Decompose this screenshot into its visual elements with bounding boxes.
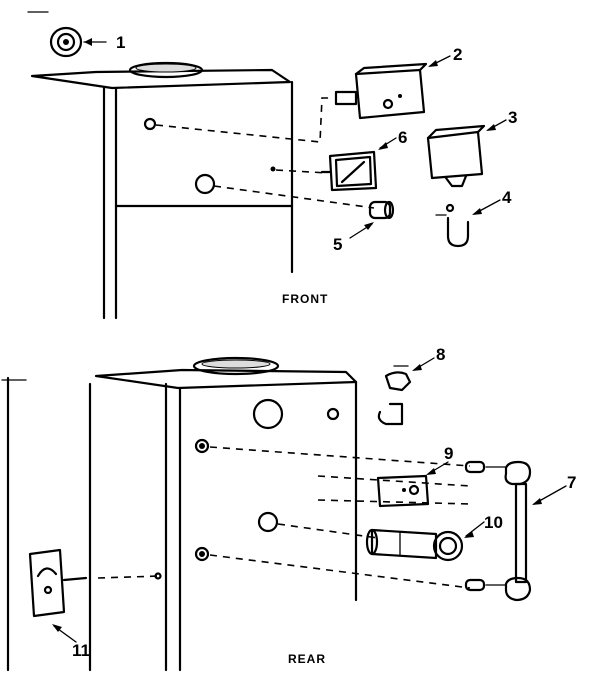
front-view-label: FRONT bbox=[282, 292, 328, 306]
rear-view-label: REAR bbox=[288, 652, 326, 666]
front-lower-opening bbox=[194, 173, 216, 195]
callout-4: 4 bbox=[502, 188, 512, 207]
part-2-control-box bbox=[334, 55, 451, 120]
part-6-gauge bbox=[320, 137, 397, 192]
rear-flue-opening bbox=[252, 398, 284, 430]
callout-6: 6 bbox=[398, 128, 407, 147]
callout-1: 1 bbox=[116, 33, 125, 52]
front-flue-collar bbox=[128, 61, 204, 79]
part-5-bushing bbox=[349, 200, 395, 239]
callout-5: 5 bbox=[333, 235, 342, 254]
callout-8: 8 bbox=[436, 345, 445, 364]
front-cabinet-top bbox=[30, 68, 292, 90]
rear-flue-collar bbox=[192, 356, 280, 376]
callout-11: 11 bbox=[72, 641, 90, 660]
callout-7: 7 bbox=[567, 473, 576, 492]
part-8-elbow-fitting bbox=[377, 357, 435, 426]
part-4-bracket bbox=[435, 199, 501, 248]
callout-2: 2 bbox=[453, 45, 462, 64]
callout-3: 3 bbox=[508, 108, 517, 127]
callout-10: 10 bbox=[484, 513, 503, 532]
front-upper-opening bbox=[143, 117, 157, 131]
part-11-switch-box bbox=[28, 548, 88, 643]
part-10-burner-tube bbox=[365, 521, 485, 562]
rear-view bbox=[1, 356, 471, 672]
part-9-relay-box bbox=[376, 461, 449, 508]
part-7-pipe-assembly bbox=[464, 460, 567, 602]
callout-9: 9 bbox=[444, 444, 453, 463]
front-view bbox=[30, 61, 375, 320]
part-3-switch-box bbox=[426, 119, 507, 188]
rear-cabinet-top bbox=[94, 368, 358, 390]
part-1-plug bbox=[49, 26, 107, 58]
